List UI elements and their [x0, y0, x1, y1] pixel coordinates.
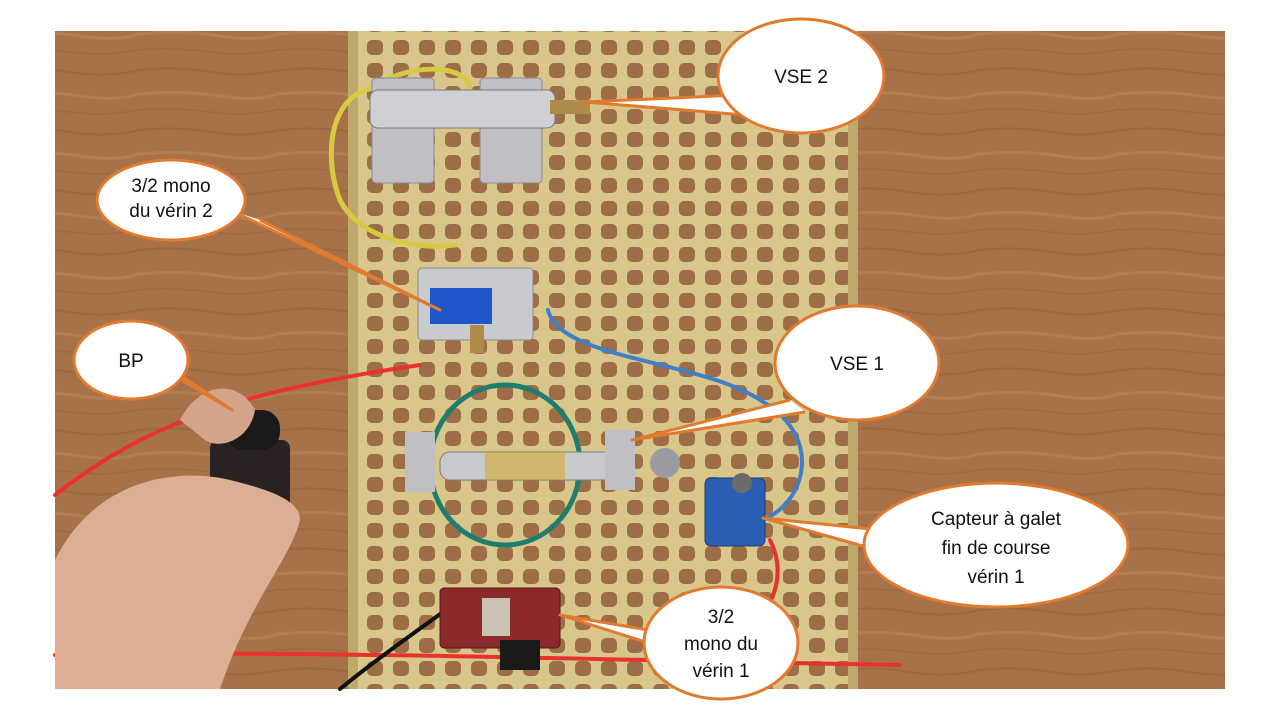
callout-capteur-line-3: vérin 1 — [967, 567, 1024, 588]
callout-bp-line-1: BP — [118, 351, 143, 372]
valve-verin-1 — [439, 587, 561, 670]
callout-vse1: VSE 1 — [773, 304, 941, 422]
cylinder-2 — [369, 77, 590, 184]
callout-mono-verin-2-line-1: 3/2 mono — [131, 176, 210, 197]
callout-capteur: Capteur à galet fin de course vérin 1 — [862, 481, 1130, 609]
callout-capteur-line-1: Capteur à galet — [931, 509, 1062, 530]
callout-vse2-line-1: VSE 2 — [774, 67, 828, 88]
callout-tails — [164, 93, 881, 647]
callout-mono-verin-1-line-3: vérin 1 — [692, 661, 749, 682]
roller-sensor — [704, 473, 766, 547]
callout-mono-verin-2: 3/2 mono du vérin 2 — [95, 158, 247, 242]
push-button-hand — [55, 388, 300, 689]
callout-mono-verin-2-line-2: du vérin 2 — [129, 201, 212, 222]
callout-mono-verin-1-line-1: 3/2 — [708, 607, 734, 628]
callout-capteur-line-2: fin de course — [942, 538, 1051, 559]
valve-verin-2 — [417, 267, 534, 353]
cylinder-1 — [405, 430, 680, 492]
callout-vse2: VSE 2 — [716, 17, 886, 135]
callout-vse1-line-1: VSE 1 — [830, 354, 884, 375]
callout-mono-verin-1-line-2: mono du — [684, 634, 758, 655]
callout-bp: BP — [72, 319, 190, 401]
callout-mono-verin-1: 3/2 mono du vérin 1 — [642, 585, 800, 701]
